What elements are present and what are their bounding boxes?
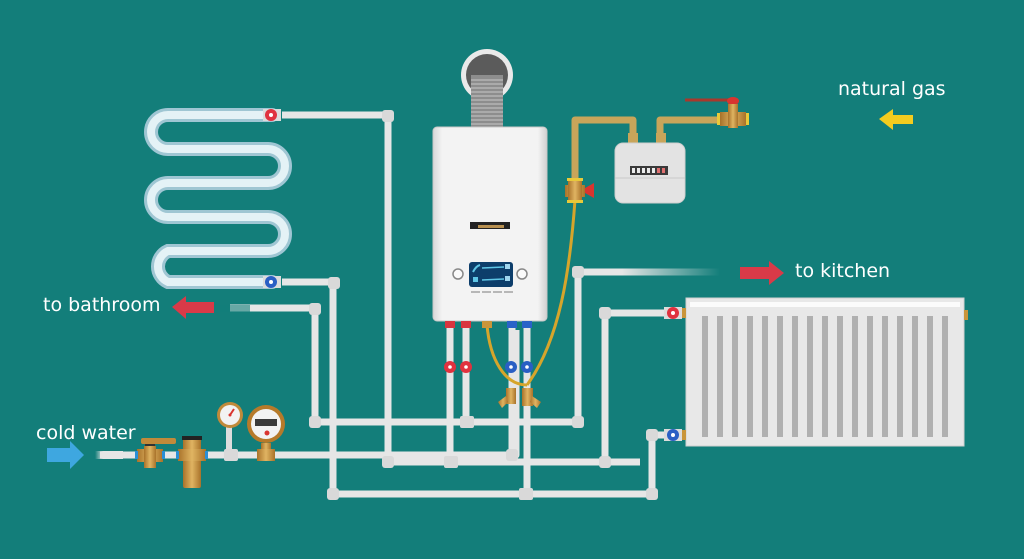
- valve-handle-icon: [585, 183, 594, 198]
- towel-rail-cold-valve[interactable]: [263, 276, 281, 288]
- cold-water-arrow-icon: [47, 441, 84, 469]
- natural-gas-label: natural gas: [838, 78, 946, 100]
- gas-boiler-valve[interactable]: [565, 178, 594, 203]
- gas-main-valve[interactable]: [685, 97, 749, 128]
- boiler-right-knob[interactable]: [516, 268, 528, 280]
- to-kitchen-label: to kitchen: [795, 260, 891, 282]
- flue-pipe: [461, 49, 513, 130]
- to-kitchen-arrow-icon: [740, 261, 784, 285]
- to-bathroom-label: to bathroom: [43, 294, 161, 316]
- cold-water-inlet-valve[interactable]: [135, 438, 176, 468]
- boiler-hot-valves[interactable]: [444, 361, 472, 373]
- cold-water-label: cold water: [36, 422, 136, 444]
- pressure-gauge: [217, 402, 243, 449]
- boiler-strainers: [498, 388, 541, 408]
- natural-gas-arrow-icon: [879, 109, 913, 130]
- radiator-hot-valve[interactable]: [664, 307, 686, 319]
- towel-rail-hot-valve[interactable]: [263, 109, 281, 121]
- panel-radiator: [685, 297, 968, 447]
- water-filter: [176, 436, 208, 488]
- boiler-display: [469, 262, 513, 287]
- water-meter: [247, 405, 285, 461]
- pipe-fittings: [224, 110, 658, 500]
- towel-rail: [144, 108, 292, 289]
- flexible-gas-hose: [525, 199, 577, 386]
- boiler-left-knob[interactable]: [452, 268, 464, 280]
- radiator-cold-valve[interactable]: [664, 429, 686, 441]
- boiler-cold-valves[interactable]: [505, 361, 533, 373]
- boiler: [432, 126, 548, 328]
- gas-meter: [614, 133, 686, 204]
- to-bathroom-arrow-icon: [172, 296, 214, 319]
